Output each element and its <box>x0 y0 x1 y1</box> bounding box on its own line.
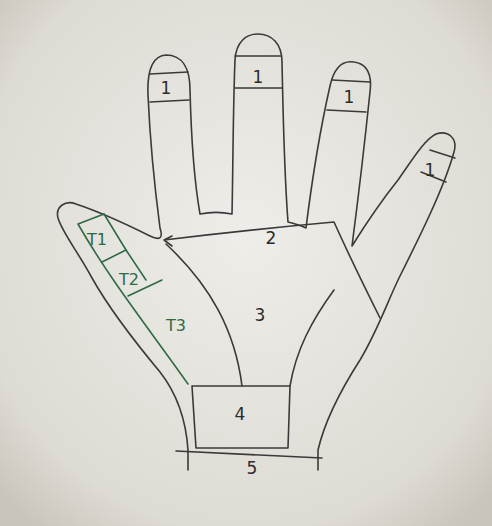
zone-number: 2 <box>266 230 277 247</box>
zone-line <box>164 222 380 318</box>
thumb-zone-label: T2 <box>119 272 139 288</box>
zone-number: 1 <box>253 69 264 86</box>
thumb-zone-label: T3 <box>166 318 186 334</box>
zone-number: 1 <box>425 162 436 179</box>
fingertip-line <box>150 72 189 102</box>
zone-line <box>290 290 334 386</box>
zone-line <box>176 451 322 458</box>
fingertip-line <box>421 150 455 182</box>
zone-line <box>192 386 290 448</box>
zone-number: 5 <box>247 460 258 477</box>
zone-number: 1 <box>344 89 355 106</box>
zone-number: 4 <box>235 406 246 423</box>
zone-number: 1 <box>161 80 172 97</box>
hand-outline <box>57 34 454 470</box>
zone-number: 3 <box>255 307 266 324</box>
zone-line <box>166 244 242 386</box>
thumb-zone-line <box>78 214 188 384</box>
fingertip-line <box>327 80 370 112</box>
thumb-zone-label: T1 <box>87 232 107 248</box>
fingertip-line <box>235 56 282 88</box>
